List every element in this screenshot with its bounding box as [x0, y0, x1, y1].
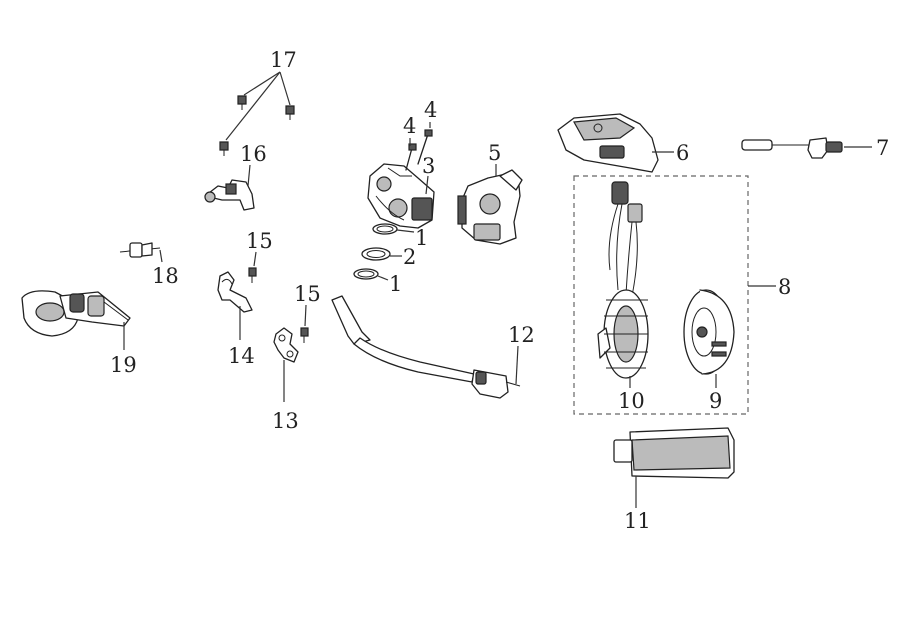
- leader-12: [515, 345, 519, 385]
- callout-2: 2: [403, 245, 416, 269]
- leader-17: [225, 71, 291, 141]
- callout-15-lower: 15: [294, 282, 321, 306]
- callout-4a: 4: [403, 114, 416, 138]
- callout-12: 12: [508, 323, 535, 347]
- callout-19: 19: [110, 353, 137, 377]
- callout-3: 3: [422, 154, 435, 178]
- callout-10: 10: [618, 389, 645, 413]
- callout-7: 7: [876, 136, 889, 160]
- callout-15-upper: 15: [246, 229, 273, 253]
- leader-15-lower: [304, 304, 307, 327]
- leader-1a: [396, 229, 415, 233]
- callout-11: 11: [624, 509, 651, 533]
- part-3-throttle-body: [367, 163, 435, 229]
- part-13: [273, 327, 299, 363]
- callout-1b: 1: [389, 272, 402, 296]
- part-10-stator: [597, 181, 649, 379]
- leader-15-upper: [253, 251, 257, 267]
- part-17: [219, 95, 295, 156]
- part-1-oring-upper: [372, 223, 398, 235]
- part-6: [557, 113, 659, 173]
- leader-16: [247, 164, 251, 187]
- part-18: [119, 242, 161, 258]
- part-12: [331, 295, 521, 399]
- part-9-flywheel: [683, 289, 735, 375]
- part-1-oring-lower: [353, 268, 379, 280]
- callout-18: 18: [152, 264, 179, 288]
- part-2-gasket: [361, 247, 391, 261]
- part-7: [741, 137, 843, 159]
- part-14: [217, 271, 253, 313]
- leader-1b: [377, 275, 389, 281]
- leader-18: [159, 249, 163, 263]
- callout-16: 16: [240, 142, 267, 166]
- part-11: [613, 427, 735, 479]
- part-15-lower: [300, 327, 309, 343]
- callout-17: 17: [270, 48, 297, 72]
- callout-9: 9: [709, 389, 722, 413]
- part-5: [457, 169, 523, 245]
- callout-6: 6: [676, 141, 689, 165]
- group-box-8: [573, 175, 749, 415]
- callout-5: 5: [488, 141, 501, 165]
- part-4-screws: [405, 129, 433, 171]
- callout-13: 13: [272, 409, 299, 433]
- callout-4b: 4: [424, 98, 437, 122]
- callout-8: 8: [778, 275, 791, 299]
- part-16: [204, 179, 255, 211]
- part-15-upper: [248, 267, 257, 283]
- leader-3: [425, 175, 429, 195]
- part-19: [21, 290, 131, 337]
- callout-1a: 1: [415, 226, 428, 250]
- callout-14: 14: [228, 344, 255, 368]
